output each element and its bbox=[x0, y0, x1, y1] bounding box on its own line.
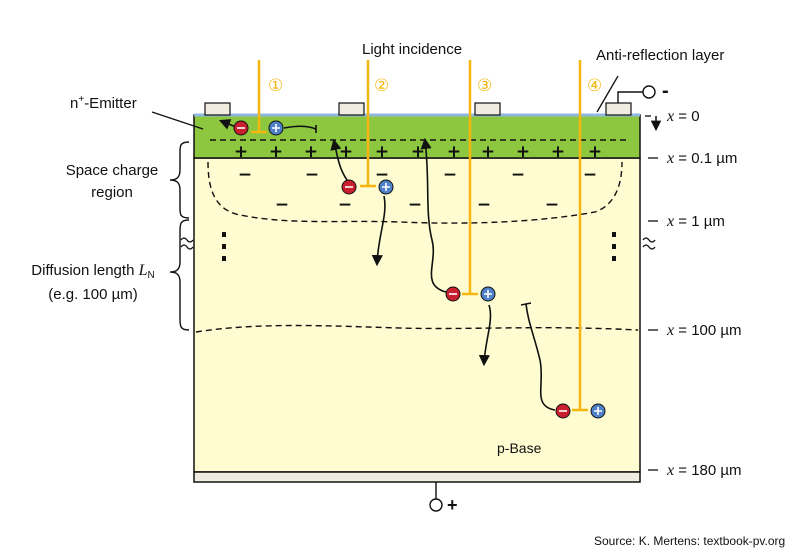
front-contact-3 bbox=[474, 102, 501, 116]
base-negative-charges-row2: −−−−− bbox=[275, 195, 559, 215]
positive-charge: + bbox=[375, 142, 389, 162]
front-contact-2 bbox=[338, 102, 365, 116]
space-charge-label-2: region bbox=[91, 184, 133, 201]
depth-label-1: x = 0.1 µm bbox=[666, 150, 737, 167]
negative-charge: − bbox=[511, 165, 525, 185]
light-incidence-label: Light incidence bbox=[362, 41, 462, 58]
front-contact-1 bbox=[204, 102, 231, 116]
negative-charge: − bbox=[545, 195, 559, 215]
negative-charge: − bbox=[443, 165, 457, 185]
diffusion-length-label: Diffusion length LN bbox=[31, 262, 154, 281]
anti-reflection-leader bbox=[596, 75, 619, 113]
negative-charge: − bbox=[583, 165, 597, 185]
positive-charge: + bbox=[339, 142, 353, 162]
positive-charge: + bbox=[234, 142, 248, 162]
depth-label-2: x = 1 µm bbox=[666, 213, 725, 230]
continuation-dots-right bbox=[612, 232, 616, 261]
ray-label-4: ④ bbox=[587, 76, 602, 96]
p-base-region bbox=[193, 157, 641, 473]
break-marks-left bbox=[180, 237, 194, 250]
space-charge-boundary bbox=[207, 161, 623, 224]
break-marks-right bbox=[642, 237, 656, 250]
n-emitter-layer bbox=[193, 114, 641, 159]
diffusion-length-brace bbox=[169, 219, 190, 331]
rear-contact bbox=[193, 471, 641, 483]
top-terminal-sign: - bbox=[662, 80, 669, 102]
continuation-dots-left bbox=[222, 232, 226, 261]
negative-charge: − bbox=[477, 195, 491, 215]
front-contact-4 bbox=[605, 102, 632, 116]
positive-charge: + bbox=[588, 142, 602, 162]
emitter-positive-charges: + + + + + + + + + + + bbox=[234, 142, 602, 162]
depth-label-0: x = 0 bbox=[666, 108, 700, 125]
space-charge-brace bbox=[169, 141, 190, 219]
carrier-pairs bbox=[233, 120, 606, 419]
emitter-label: n+-Emitter bbox=[70, 94, 137, 112]
negative-charge: − bbox=[238, 165, 252, 185]
ray-label-3: ③ bbox=[477, 76, 492, 96]
emitter-leader bbox=[151, 111, 204, 130]
negative-charge: − bbox=[338, 195, 352, 215]
p-base-label: p-Base bbox=[497, 440, 542, 456]
positive-charge: + bbox=[447, 142, 461, 162]
bottom-terminal-sign: + bbox=[447, 495, 458, 515]
positive-charge: + bbox=[551, 142, 565, 162]
negative-charge: − bbox=[408, 195, 422, 215]
space-charge-label: Space charge bbox=[66, 162, 159, 179]
positive-charge: + bbox=[304, 142, 318, 162]
ray-label-1: ① bbox=[268, 76, 283, 96]
anti-reflection-label: Anti-reflection layer bbox=[596, 47, 724, 64]
depth-label-3: x = 100 µm bbox=[666, 322, 742, 339]
ray-label-2: ② bbox=[374, 76, 389, 96]
positive-charge: + bbox=[481, 142, 495, 162]
light-rays bbox=[251, 60, 588, 412]
bottom-terminal-icon bbox=[429, 498, 443, 512]
diffusion-length-boundary bbox=[195, 324, 639, 333]
positive-charge: + bbox=[516, 142, 530, 162]
carrier-paths bbox=[218, 119, 556, 411]
source-caption: Source: K. Mertens: textbook-pv.org bbox=[594, 534, 785, 548]
depth-label-4: x = 180 µm bbox=[666, 462, 742, 479]
negative-charge: − bbox=[275, 195, 289, 215]
top-terminal-wire bbox=[617, 91, 643, 103]
positive-charge: + bbox=[411, 142, 425, 162]
positive-charge: + bbox=[269, 142, 283, 162]
negative-charge: − bbox=[305, 165, 319, 185]
diffusion-length-example: (e.g. 100 µm) bbox=[48, 286, 138, 303]
top-terminal-icon bbox=[642, 85, 656, 99]
